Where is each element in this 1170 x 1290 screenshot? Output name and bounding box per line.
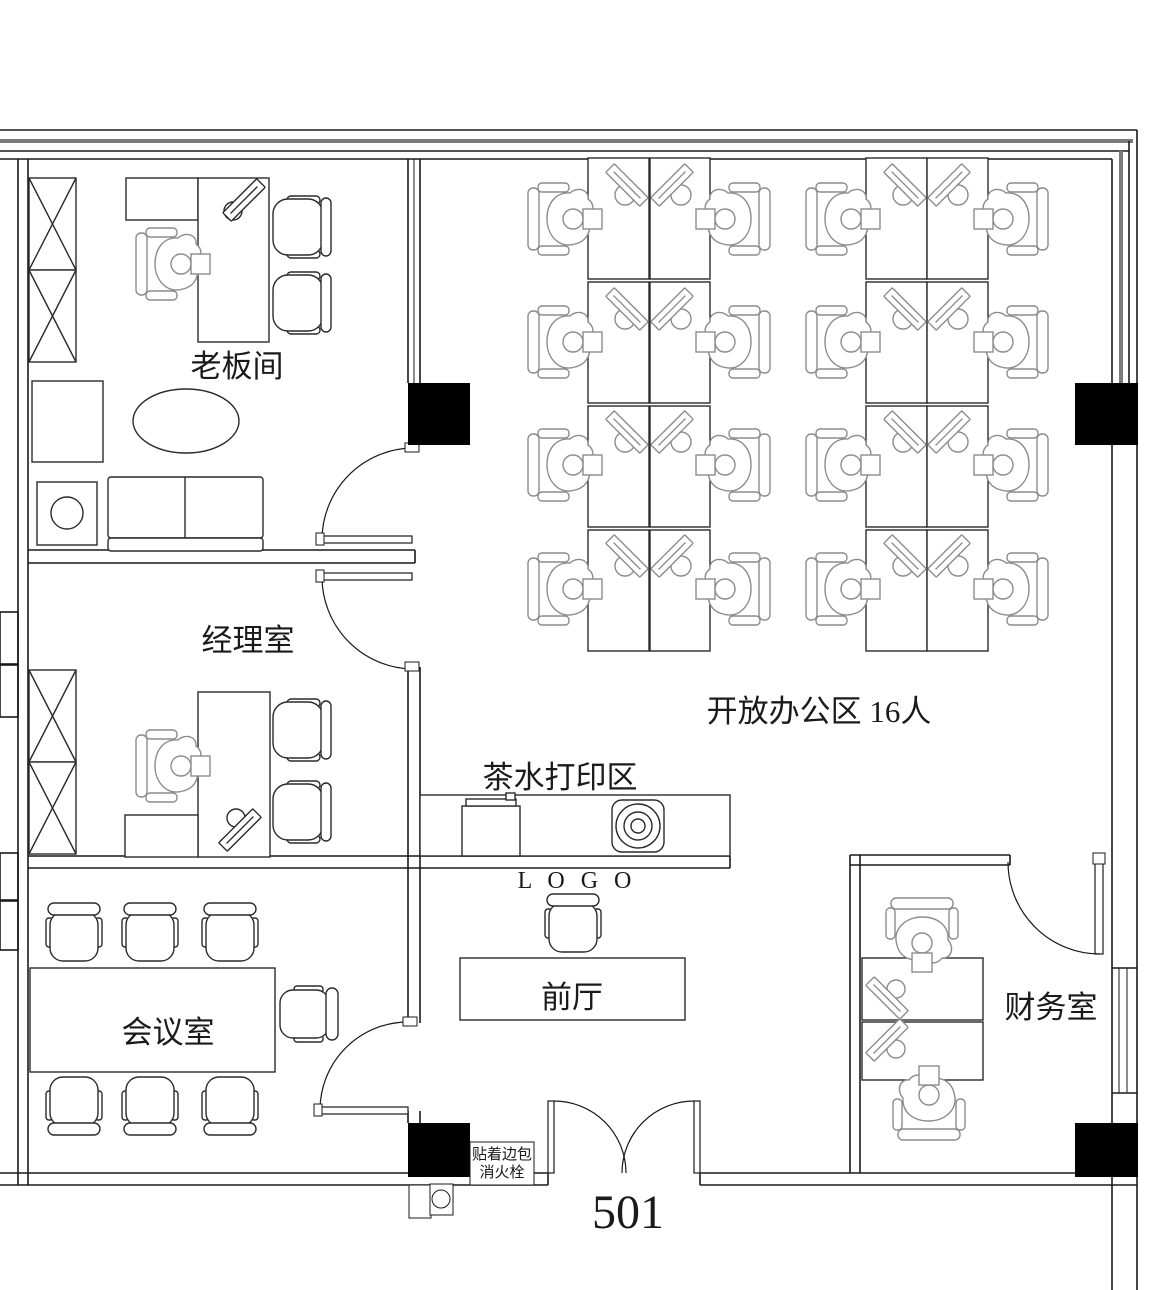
- desk-cluster-b: [865, 157, 989, 652]
- column: [408, 383, 470, 445]
- manager-office-label: 经理室: [202, 623, 295, 658]
- meeting-chair-icon: [45, 1076, 103, 1136]
- guest-chair-icon: [272, 195, 332, 259]
- guest-chair-icon: [272, 780, 332, 844]
- reception-chair-icon: [544, 893, 602, 953]
- finance-office: 财务室: [861, 897, 1098, 1141]
- fire-hydrant-note-line2: 消火栓: [479, 1164, 524, 1181]
- guest-chair-icon: [272, 698, 332, 762]
- tea-print-area: 茶水打印区: [419, 760, 731, 857]
- water-dispenser-icon: [611, 799, 665, 853]
- meeting-chair-icon: [201, 902, 259, 962]
- wall-niche: [0, 664, 19, 718]
- fire-hydrant-icon: [408, 1183, 454, 1219]
- meeting-chair-icon: [279, 985, 339, 1043]
- workstation-monitors-a: [605, 163, 694, 578]
- conference-table: [29, 967, 276, 1073]
- reception-label: 前厅: [541, 980, 603, 1015]
- open-office-area: 开放办公区 16人: [527, 157, 1049, 729]
- boss-office-label: 老板间: [191, 349, 284, 384]
- storage-cabinet-icon: [28, 669, 77, 855]
- storage-cabinet-icon: [28, 177, 77, 363]
- structural-columns: [408, 383, 1138, 1177]
- column: [408, 1123, 470, 1177]
- meeting-chair-icon: [45, 902, 103, 962]
- manager-office: 经理室: [28, 623, 332, 858]
- unit-number-label: 501: [592, 1186, 664, 1239]
- main-entrance-double-door: [547, 1100, 701, 1174]
- credenza: [125, 177, 199, 221]
- exterior-walls: [0, 129, 1138, 1290]
- wall-niche: [0, 900, 19, 951]
- plant-stand: [36, 481, 98, 546]
- desk-return: [124, 814, 199, 858]
- reception-desk: [459, 957, 686, 1021]
- meeting-room-label: 会议室: [122, 1015, 215, 1050]
- wall-niche: [0, 852, 19, 901]
- tea-print-area-label: 茶水打印区: [483, 760, 638, 795]
- guest-chair-icon: [272, 271, 332, 335]
- finance-office-label: 财务室: [1005, 990, 1098, 1025]
- boss-office-door: [315, 442, 420, 546]
- finance-office-door: [1007, 852, 1106, 955]
- open-office-label: 开放办公区 16人: [707, 694, 932, 729]
- boss-office: 老板间: [28, 177, 332, 552]
- entrance-area: 贴着边包 消火栓 501: [408, 1141, 664, 1239]
- workstation-monitors-b: [883, 163, 971, 578]
- manager-office-door: [315, 569, 420, 672]
- side-table: [31, 380, 104, 463]
- sofa: [107, 476, 264, 552]
- doors: [313, 442, 1106, 1174]
- column: [1075, 1123, 1138, 1177]
- window-right-finance: [1112, 967, 1137, 1094]
- fire-hydrant-note: 贴着边包 消火栓: [469, 1141, 535, 1186]
- meeting-chair-icon: [121, 902, 179, 962]
- meeting-room: 会议室: [29, 902, 339, 1136]
- printer-icon: [461, 792, 521, 857]
- column: [1075, 383, 1138, 445]
- meeting-chair-icon: [121, 1076, 179, 1136]
- reception-area: L O G O 前厅: [459, 868, 686, 1021]
- meeting-chair-icon: [201, 1076, 259, 1136]
- meeting-room-door: [313, 1016, 418, 1117]
- desk-cluster-a: [587, 157, 711, 652]
- fire-hydrant-note-line1: 贴着边包: [472, 1146, 532, 1163]
- wall-niche: [0, 611, 19, 665]
- coffee-table: [132, 388, 240, 454]
- logo-wall-label: L O G O: [518, 868, 637, 894]
